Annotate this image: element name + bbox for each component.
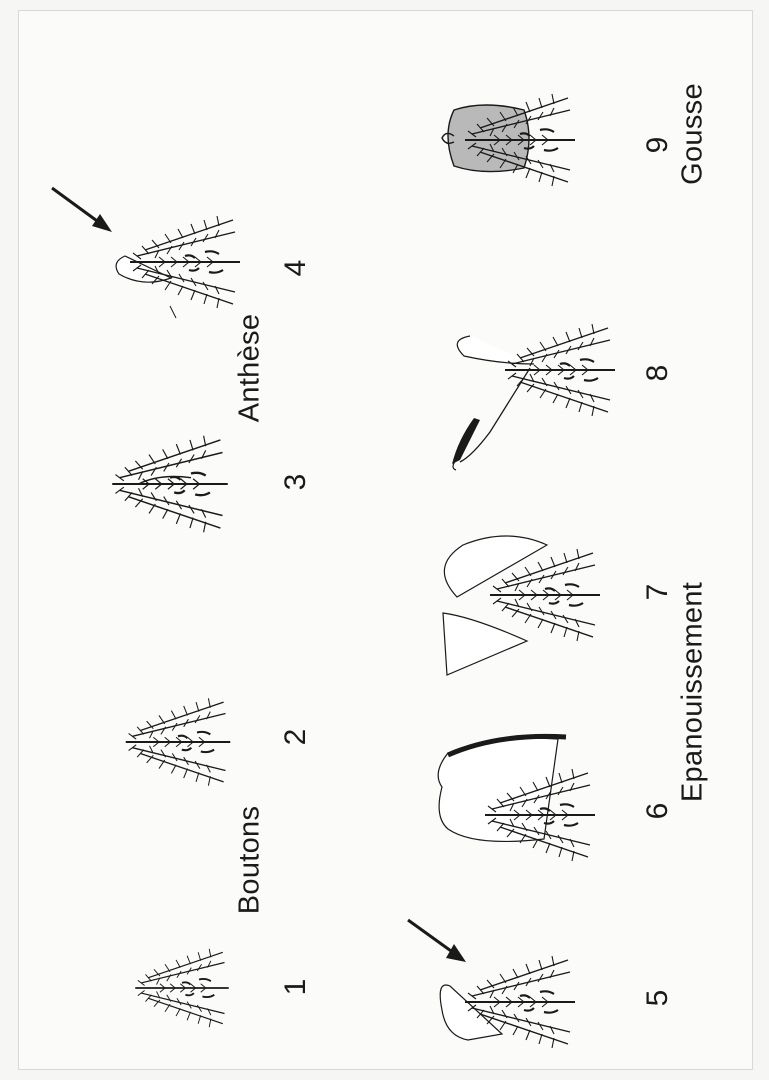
stage-number-6: 6 [643,803,673,820]
stage-1-bud [135,949,229,1027]
stage-number-2: 2 [281,729,311,746]
stage-7-flower [443,536,600,675]
stage-6-flower [438,736,595,861]
stage-number-7: 7 [643,584,673,601]
stage-number-5: 5 [643,990,673,1007]
stage-9-pod [442,94,575,186]
stage-number-8: 8 [643,365,673,382]
stray-mark [170,306,176,318]
label-epanouissement: Epanouissement [679,582,708,802]
stage-number-9: 9 [643,137,673,154]
stage-4-arrowhead [92,214,112,232]
stage-8-flower [452,324,615,470]
stage-2-bud [126,698,231,785]
stage-3-bud [112,436,228,533]
stage-5-arrowhead [446,944,466,962]
stage-number-4: 4 [281,260,311,277]
label-boutons: Boutons [236,806,265,915]
stage-number-3: 3 [281,474,311,491]
label-gousse: Gousse [679,83,708,185]
stage-number-1: 1 [281,979,311,996]
stage-5-flower [440,956,575,1048]
stage-4-flower [116,216,240,308]
label-anthese: Anthèse [236,314,265,423]
